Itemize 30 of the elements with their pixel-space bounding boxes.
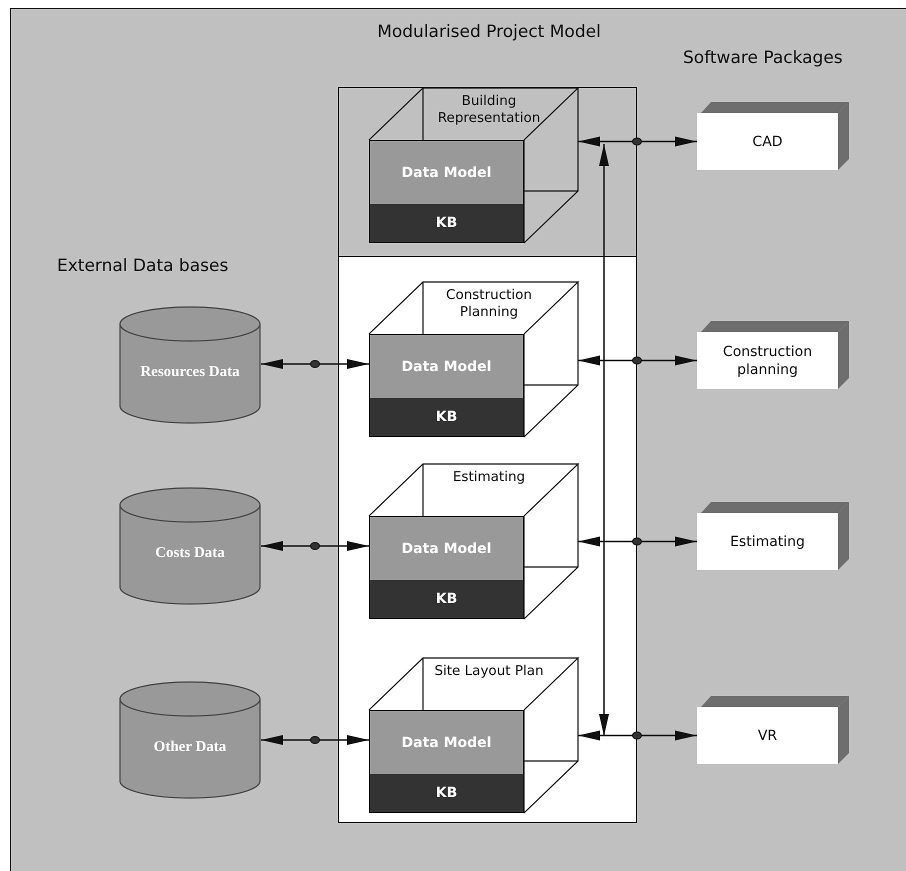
- module-cube: [369, 464, 578, 619]
- data-model-block: Data Model: [369, 710, 524, 774]
- database-cylinder: Other Data: [119, 681, 261, 799]
- knowledge-base-block: KB: [369, 398, 524, 437]
- double-arrow: [578, 730, 697, 740]
- double-arrow: [578, 356, 697, 366]
- cube-label: Estimating: [452, 469, 526, 486]
- data-model-block: Data Model: [369, 334, 524, 398]
- section-heading: External Data bases: [57, 256, 228, 276]
- module-cube: [369, 282, 578, 437]
- module-cube: [369, 88, 578, 243]
- knowledge-base-block: KB: [369, 204, 524, 243]
- data-model-block: Data Model: [369, 140, 524, 204]
- knowledge-base-block: KB: [369, 774, 524, 813]
- database-cylinder: Costs Data: [119, 487, 261, 605]
- cube-label: Site Layout Plan: [433, 663, 545, 680]
- double-arrow: [261, 359, 369, 369]
- section-heading: Software Packages: [683, 48, 843, 68]
- double-arrow: [578, 536, 697, 546]
- double-arrow: [599, 144, 609, 736]
- database-cylinder: Resources Data: [119, 306, 261, 424]
- double-arrow: [578, 136, 697, 146]
- frame-title: Modularised Project Model: [376, 21, 602, 44]
- double-arrow: [261, 541, 369, 551]
- data-model-block: Data Model: [369, 516, 524, 580]
- knowledge-base-block: KB: [369, 580, 524, 619]
- module-cube: [369, 658, 578, 813]
- cube-label: Building Representation: [436, 93, 542, 127]
- cube-label: Construction Planning: [445, 287, 533, 321]
- double-arrow: [261, 735, 369, 745]
